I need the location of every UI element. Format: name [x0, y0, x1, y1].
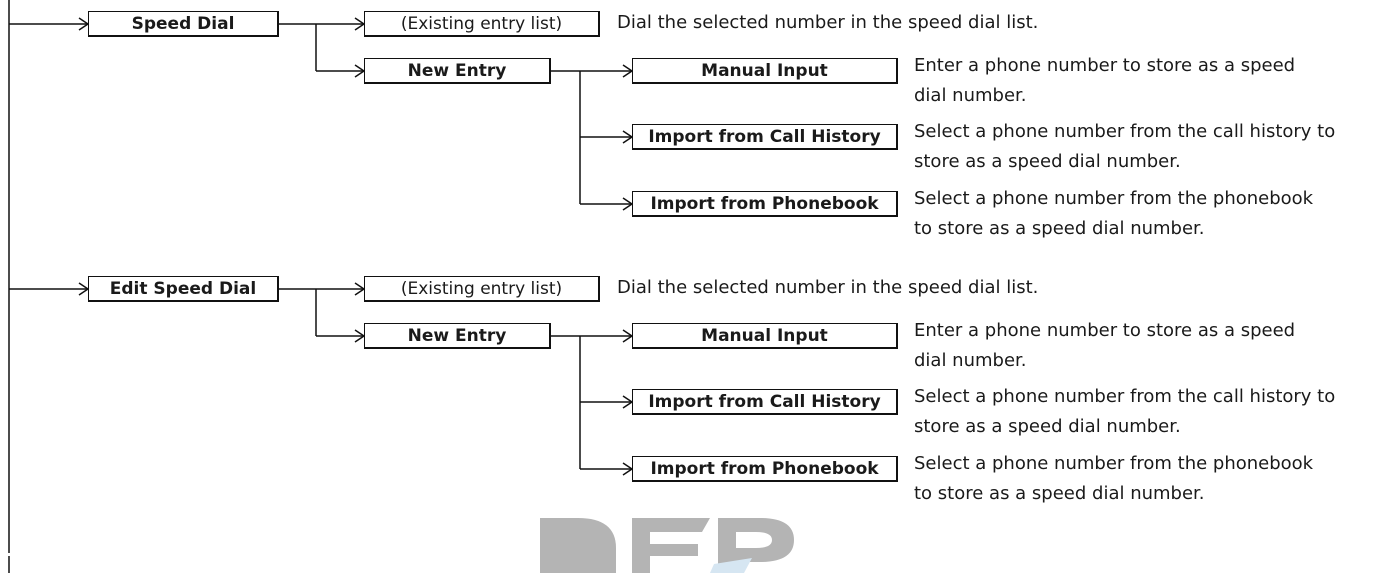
- existing-entry-list-box: (Existing entry list): [364, 11, 600, 37]
- description-line: Select a phone number from the phonebook: [914, 453, 1314, 474]
- description-line: Select a phone number from the phonebook: [914, 188, 1314, 209]
- existing-entry-description: Dial the selected number in the speed di…: [617, 277, 1039, 298]
- import-call-history-box: Import from Call History: [632, 124, 898, 150]
- description-line: to store as a speed dial number.: [914, 483, 1205, 504]
- dep-watermark-logo: [540, 518, 794, 573]
- description-line: to store as a speed dial number.: [914, 218, 1205, 239]
- import-call-history-box: Import from Call History: [632, 389, 898, 415]
- description-line: store as a speed dial number.: [914, 416, 1181, 437]
- description-line: dial number.: [914, 85, 1027, 106]
- import-phonebook-description: Select a phone number from the phonebook…: [914, 184, 1313, 244]
- import-phonebook-box: Import from Phonebook: [632, 456, 898, 482]
- description-line: Enter a phone number to store as a speed: [914, 55, 1296, 76]
- speed-dial-menu-box: Speed Dial: [88, 11, 279, 37]
- new-entry-box: New Entry: [364, 58, 551, 84]
- description-line: dial number.: [914, 350, 1027, 371]
- description-line: Enter a phone number to store as a speed: [914, 320, 1296, 341]
- manual-input-description: Enter a phone number to store as a speed…: [914, 316, 1295, 376]
- import-call-history-description: Select a phone number from the call hist…: [914, 117, 1335, 177]
- manual-input-description: Enter a phone number to store as a speed…: [914, 51, 1295, 111]
- description-line: Select a phone number from the call hist…: [914, 386, 1336, 407]
- existing-entry-description: Dial the selected number in the speed di…: [617, 12, 1039, 33]
- import-phonebook-box: Import from Phonebook: [632, 191, 898, 217]
- existing-entry-list-box: (Existing entry list): [364, 276, 600, 302]
- import-call-history-description: Select a phone number from the call hist…: [914, 382, 1335, 442]
- manual-input-box: Manual Input: [632, 58, 898, 84]
- manual-input-box: Manual Input: [632, 323, 898, 349]
- edit-speed-dial-menu-box: Edit Speed Dial: [88, 276, 279, 302]
- description-line: Select a phone number from the call hist…: [914, 121, 1336, 142]
- new-entry-box: New Entry: [364, 323, 551, 349]
- import-phonebook-description: Select a phone number from the phonebook…: [914, 449, 1313, 509]
- description-line: store as a speed dial number.: [914, 151, 1181, 172]
